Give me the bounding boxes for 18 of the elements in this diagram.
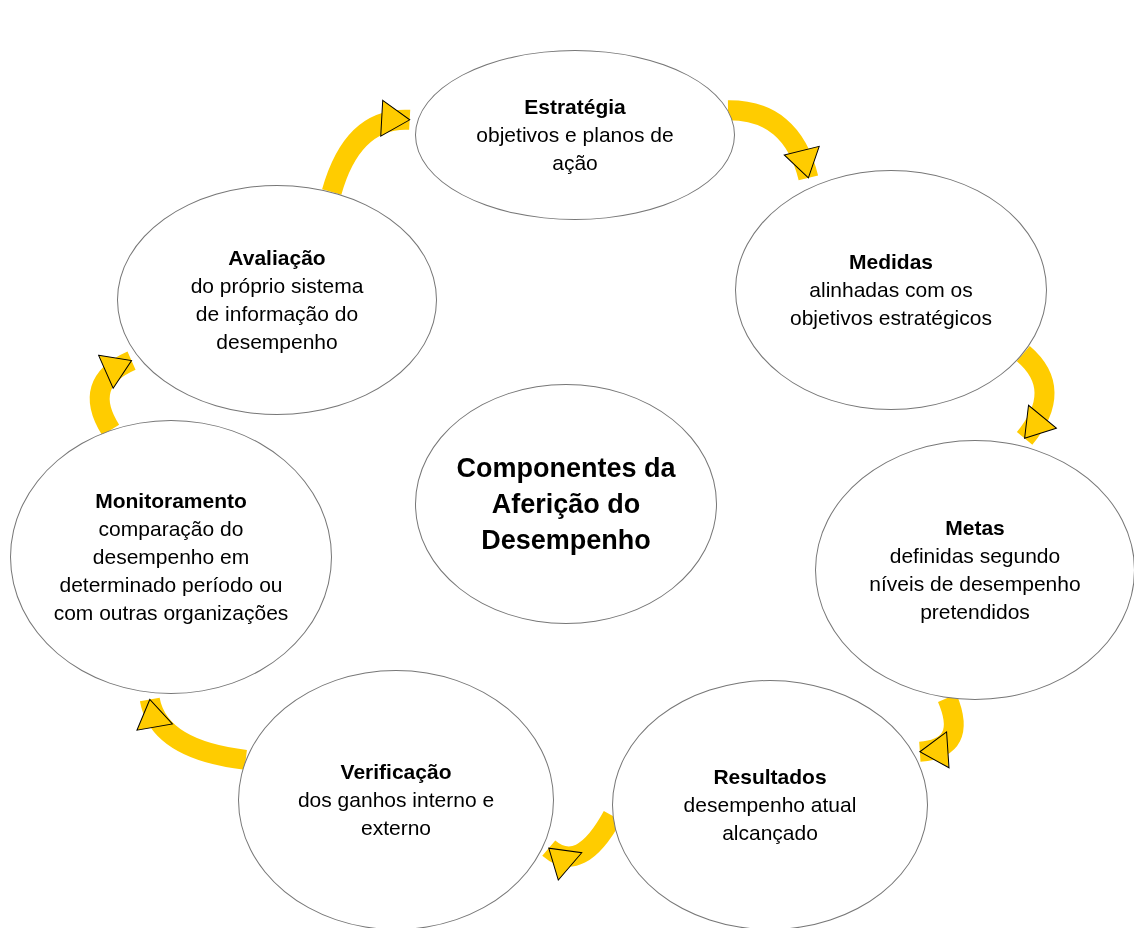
curved-arrow: [138, 697, 248, 770]
node-description: dos ganhos interno e externo: [296, 787, 496, 841]
node-heading: Avaliação: [227, 245, 327, 271]
center-title: Componentes da Aferição do Desempenho: [455, 452, 677, 557]
node-heading: Metas: [944, 515, 1006, 541]
node-description: definidas segundo níveis de desempenho pretendidos: [868, 543, 1082, 625]
node-heading: Verificação: [339, 759, 453, 785]
node-heading: Estratégia: [523, 94, 627, 120]
curved-arrow: [1016, 346, 1057, 445]
node-description: do próprio sistema de informação do desempenho: [189, 273, 365, 355]
node-heading: Medidas: [848, 249, 934, 275]
node-description: comparação do desempenho em determinado período ou com outras organizações: [52, 516, 290, 626]
node-heading: Monitoramento: [94, 488, 248, 514]
node-description: alinhadas com os objetivos estratégicos: [789, 277, 993, 331]
node-description: objetivos e planos de ação: [475, 122, 675, 176]
node-heading: Resultados: [712, 764, 828, 790]
curved-arrow: [89, 351, 136, 435]
node-description: desempenho atual alcançado: [682, 792, 858, 846]
